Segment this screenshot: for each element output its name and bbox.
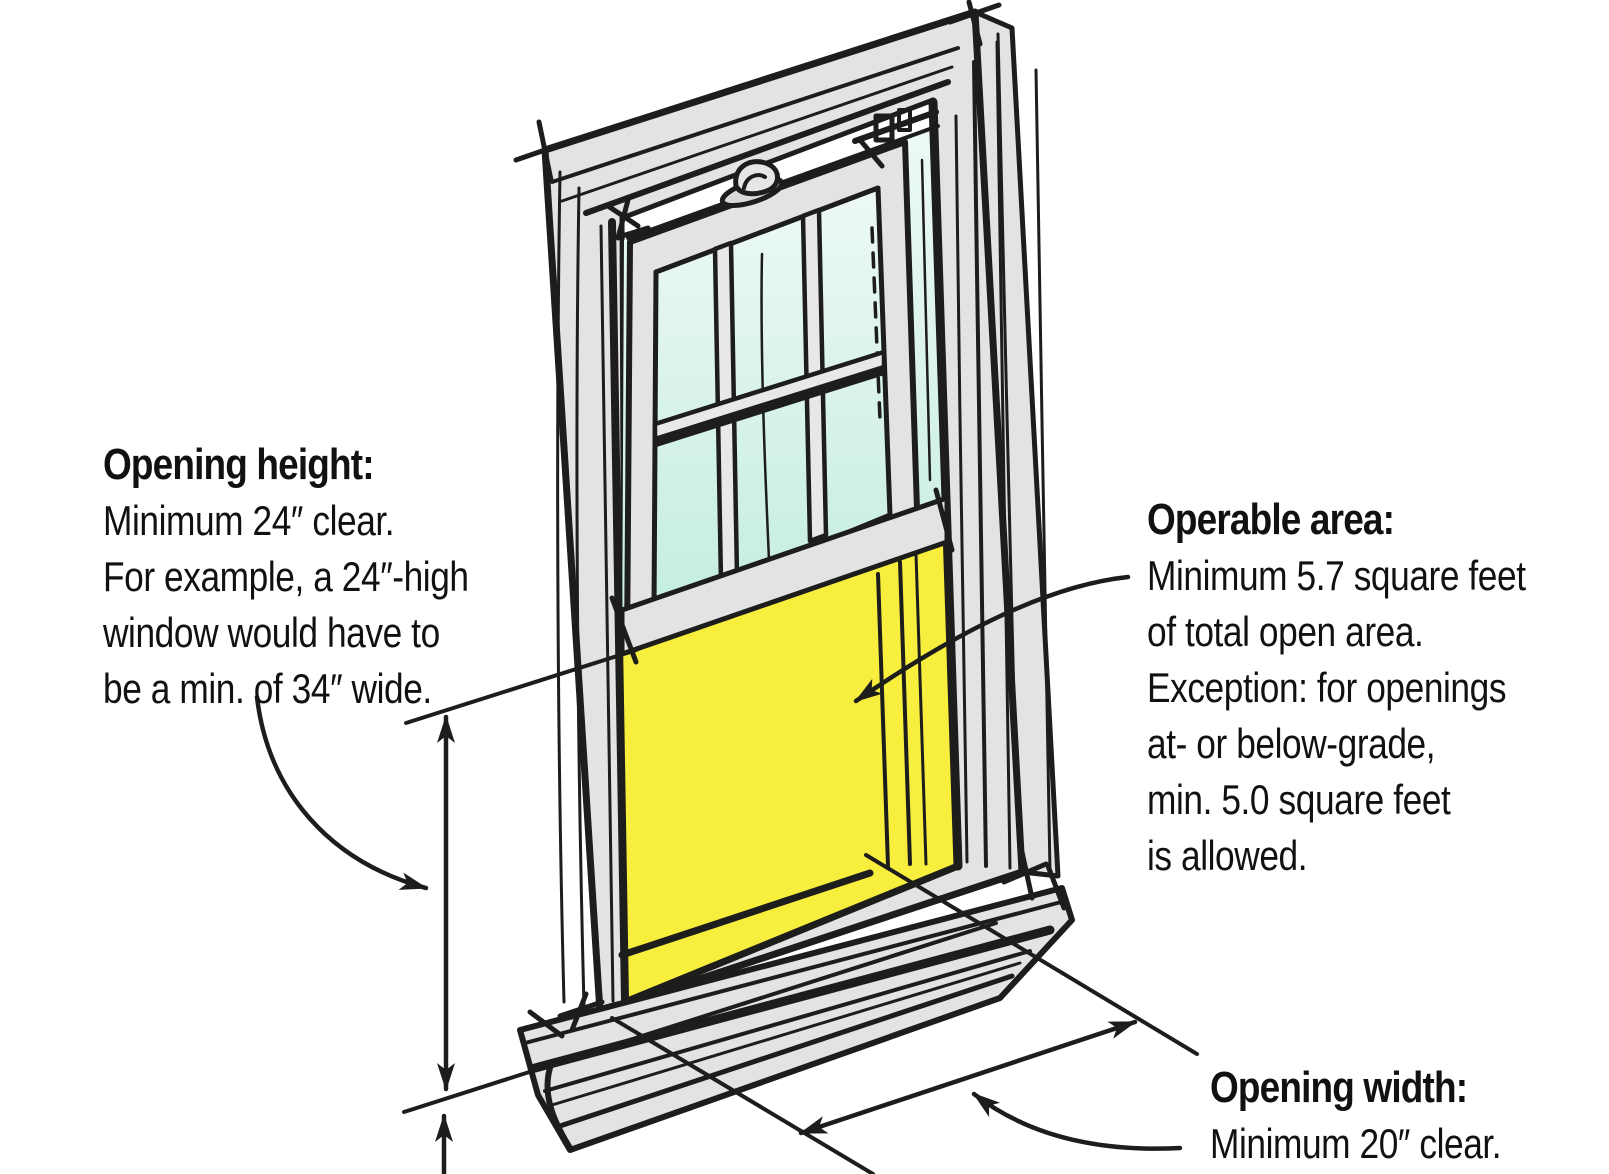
note-title: Opening height:	[103, 440, 375, 489]
note-line: is allowed.	[1147, 832, 1308, 879]
check-rail	[619, 495, 950, 657]
note-line: window would have to	[103, 609, 440, 656]
note-title: Operable area:	[1147, 495, 1395, 544]
muntin-horizontal	[652, 349, 887, 442]
operable-area-highlight	[622, 542, 958, 1002]
note-line: Minimum 20″ clear.	[1210, 1120, 1502, 1167]
note-line: Minimum 24″ clear.	[103, 497, 395, 544]
leader-arrow-height	[254, 694, 429, 891]
upper-sash	[619, 108, 950, 657]
note-line: at- or below-grade,	[1147, 720, 1436, 767]
note-title: Opening width:	[1210, 1063, 1468, 1112]
sketch-tick-marks	[513, 0, 1067, 1039]
leader-arrow-operable	[853, 574, 1131, 704]
height-dimension-arrow	[402, 648, 998, 1174]
width-dimension-arrow	[610, 853, 1199, 1174]
note-line: min. 5.0 square feet	[1147, 776, 1451, 823]
note-operable-area: Operable area: Minimum 5.7 square feet o…	[1147, 492, 1526, 884]
note-line: Exception: for openings	[1147, 664, 1507, 711]
sash-lock	[719, 159, 785, 208]
note-line: of total open area.	[1147, 608, 1424, 655]
note-opening-height: Opening height: Minimum 24″ clear. For e…	[103, 437, 469, 717]
note-line: be a min. of 34″ wide.	[103, 665, 432, 712]
note-opening-width: Opening width: Minimum 20″ clear.	[1210, 1060, 1502, 1172]
note-line: Minimum 5.7 square feet	[1147, 552, 1526, 599]
note-line: For example, a 24″-high	[103, 553, 469, 600]
leader-arrow-width	[971, 1091, 1183, 1151]
dimension-annotations	[254, 574, 1199, 1174]
